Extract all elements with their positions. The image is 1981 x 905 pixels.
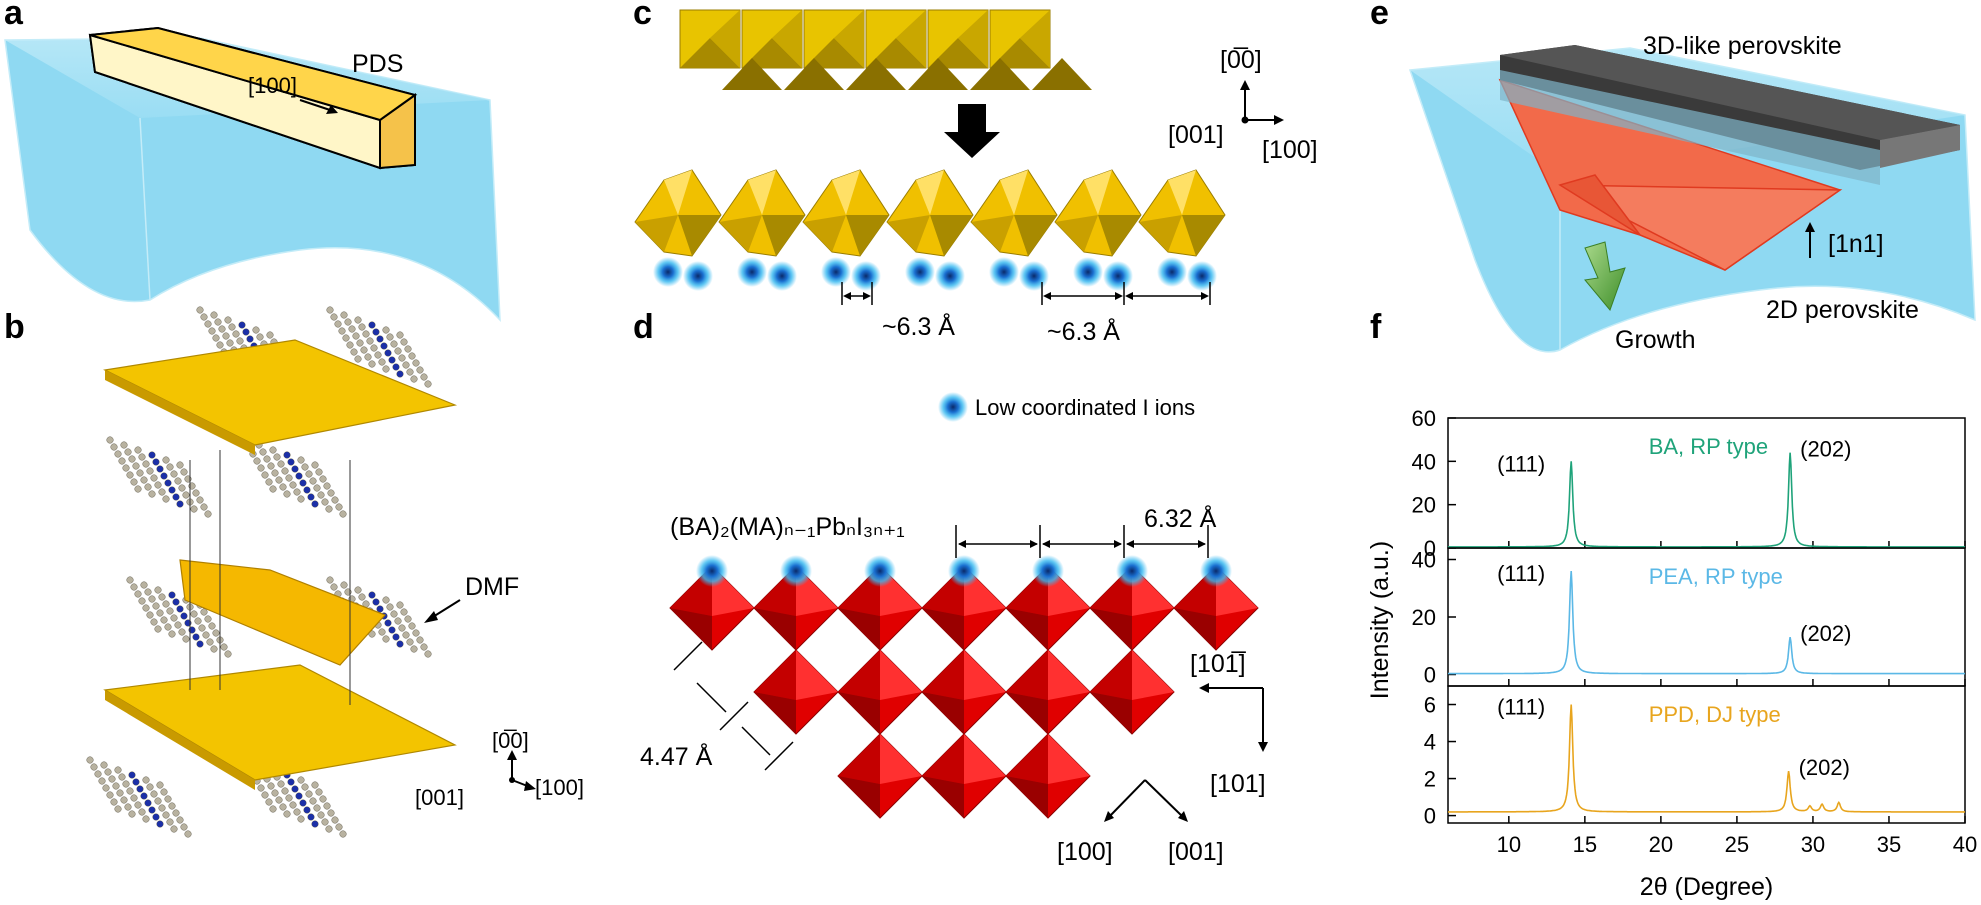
panel-label-d: d bbox=[633, 308, 654, 346]
panel-label-a: a bbox=[4, 0, 24, 32]
dir-label-2: [101] bbox=[1210, 770, 1266, 798]
direction-100-label: [100] bbox=[248, 73, 297, 98]
y-tick-label: 0 bbox=[1424, 804, 1436, 829]
dir-label-1: [101̅] bbox=[1190, 650, 1247, 678]
growth-arrow bbox=[1584, 241, 1626, 311]
growth-label: Growth bbox=[1615, 326, 1696, 354]
formula-label: (BA)₂(MA)ₙ₋₁PbₙI₃ₙ₊₁ bbox=[670, 513, 905, 541]
axis-triad-c: [0̅0] [001] [100] bbox=[1168, 46, 1318, 164]
spacing-side-label: 4.47 Å bbox=[640, 741, 713, 771]
x-tick-label: 20 bbox=[1649, 832, 1673, 857]
low-coordinated-ions-d bbox=[696, 555, 1232, 587]
y-tick-label: 40 bbox=[1412, 548, 1436, 573]
direction-1n1-label: [1n1] bbox=[1828, 230, 1884, 258]
panel-label-f: f bbox=[1370, 308, 1382, 346]
dir-label-3: [100] bbox=[1057, 838, 1113, 866]
series-name-2: PEA, RP type bbox=[1649, 564, 1783, 589]
dmf-label: DMF bbox=[465, 573, 519, 601]
y-tick-label: 0 bbox=[1424, 663, 1436, 688]
peak-label: (202) bbox=[1800, 621, 1851, 646]
dir-label-4: [001] bbox=[1168, 838, 1224, 866]
y-tick-label: 20 bbox=[1412, 493, 1436, 518]
dmf-intercalated-layer bbox=[179, 559, 387, 666]
panel-label-c: c bbox=[633, 0, 652, 32]
axis-up-label-c: [0̅0] bbox=[1220, 46, 1262, 74]
axis-left-label-c: [001] bbox=[1168, 121, 1224, 149]
plot-frame bbox=[1447, 685, 1966, 824]
2d-perovskite-label: 2D perovskite bbox=[1766, 296, 1919, 324]
y-tick-label: 4 bbox=[1424, 730, 1436, 755]
3d-like-perovskite-label: 3D-like perovskite bbox=[1643, 32, 1842, 60]
spacing-markers-d bbox=[673, 525, 1209, 771]
axis-right-label-c: [100] bbox=[1262, 136, 1318, 164]
panel-d: d Low coordinated I ions (BA)₂(MA)ₙ₋₁Pbₙ… bbox=[633, 308, 1268, 866]
axis-left-label: [001] bbox=[415, 785, 464, 810]
peak-label: (111) bbox=[1497, 695, 1545, 720]
series-line-1 bbox=[1448, 452, 1965, 548]
octahedra-chain-top bbox=[679, 9, 1092, 90]
panel-a: a PDS [100] bbox=[4, 0, 501, 322]
spacing-label-2: ~6.3 Å bbox=[1047, 316, 1120, 346]
y-tick-label: 0 bbox=[1424, 536, 1436, 561]
y-tick-label: 6 bbox=[1424, 693, 1436, 718]
axis-up-label: [0̅0] bbox=[492, 728, 529, 753]
peak-label: (202) bbox=[1799, 755, 1850, 780]
spacing-label-1: ~6.3 Å bbox=[882, 311, 955, 341]
spacing-top-label: 6.32 Å bbox=[1144, 503, 1217, 533]
y-tick-label: 40 bbox=[1412, 449, 1436, 474]
series-name-1: BA, RP type bbox=[1649, 434, 1768, 459]
panel-label-e: e bbox=[1370, 0, 1389, 32]
panel-b: b DMF [0̅0] [001] [100] bbox=[4, 306, 584, 838]
low-coordinated-ions-c bbox=[653, 257, 1217, 291]
x-tick-label: 30 bbox=[1801, 832, 1825, 857]
y-tick-label: 60 bbox=[1412, 406, 1436, 431]
x-tick-label: 25 bbox=[1725, 832, 1749, 857]
panel-c: c ~6.3 Å ~6.3 Å [0̅0] [001] [100] bbox=[633, 0, 1318, 346]
series-line-3 bbox=[1448, 704, 1965, 813]
legend-ion-icon bbox=[938, 392, 968, 422]
y-tick-label: 2 bbox=[1424, 767, 1436, 792]
axis-right-label: [100] bbox=[535, 775, 584, 800]
axis-triad-b: [0̅0] [001] [100] bbox=[415, 728, 584, 810]
octahedra-chain-bottom bbox=[634, 169, 1226, 257]
panel-e: e 3D-like perovskite [1n1] Growth 2D per… bbox=[1370, 0, 1976, 354]
panel-label-b: b bbox=[4, 308, 25, 346]
y-axis-label: Intensity (a.u.) bbox=[1366, 541, 1394, 699]
x-tick-label: 40 bbox=[1953, 832, 1977, 857]
x-tick-label: 35 bbox=[1877, 832, 1901, 857]
y-tick-label: 20 bbox=[1412, 605, 1436, 630]
pds-label: PDS bbox=[352, 50, 403, 78]
series-line-2 bbox=[1448, 570, 1965, 675]
octahedra-grid bbox=[669, 565, 1259, 819]
series-name-3: PPD, DJ type bbox=[1649, 702, 1781, 727]
x-tick-label: 10 bbox=[1497, 832, 1521, 857]
peak-label: (202) bbox=[1800, 437, 1851, 462]
direction-arrows-d bbox=[1107, 687, 1264, 819]
x-tick-label: 15 bbox=[1573, 832, 1597, 857]
down-arrow bbox=[944, 104, 1000, 158]
legend-text: Low coordinated I ions bbox=[975, 395, 1195, 420]
peak-label: (111) bbox=[1497, 451, 1545, 476]
x-axis-label: 2θ (Degree) bbox=[1640, 873, 1773, 901]
peak-label: (111) bbox=[1497, 561, 1545, 586]
